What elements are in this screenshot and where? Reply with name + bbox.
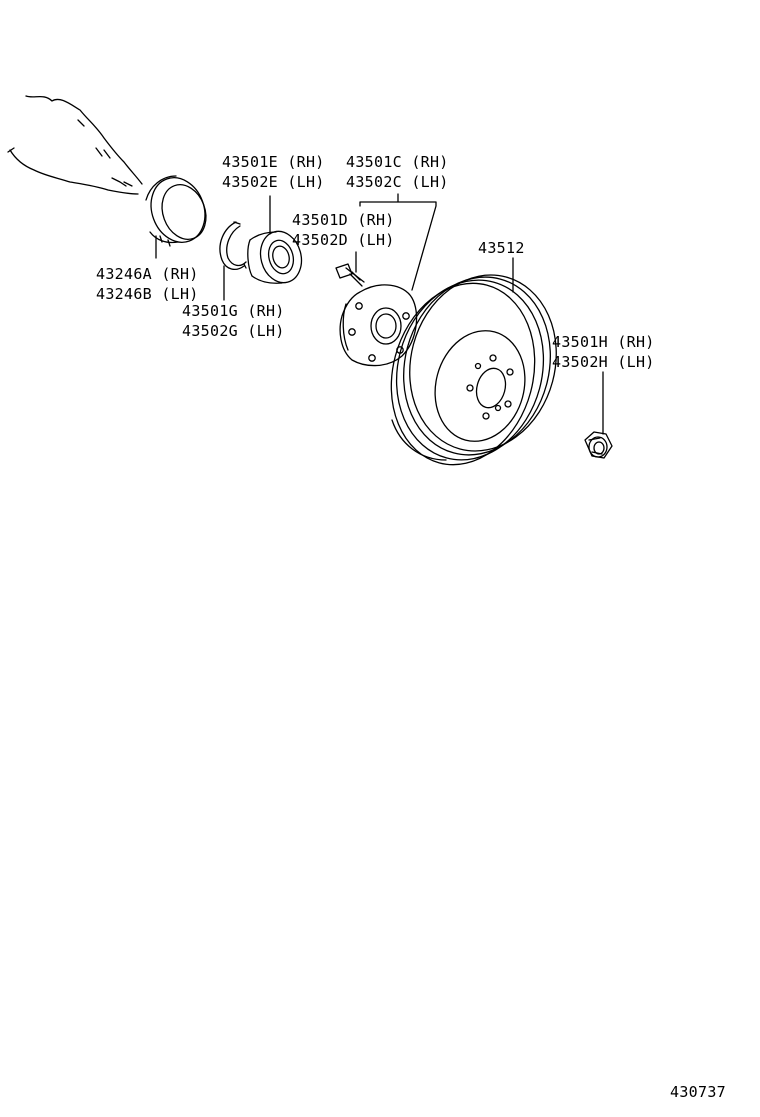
hub-assembly-rh-label: 43501C (RH) (346, 153, 449, 171)
dust-seal-rh-label: 43246A (RH) (96, 265, 199, 283)
bearing-rh-label: 43501E (RH) (222, 153, 325, 171)
snap-ring-part (220, 222, 246, 269)
snap-ring-rh-label: 43501G (RH) (182, 302, 285, 320)
diagram-id-label: 430737 (670, 1083, 726, 1101)
snap-ring-lh-label: 43502G (LH) (182, 322, 285, 340)
hub-nut-part (585, 432, 612, 458)
drive-shaft-outline (8, 96, 142, 194)
bearing-lh-label: 43502E (LH) (222, 173, 325, 191)
disc-label: 43512 (478, 239, 525, 257)
bearing-part (248, 227, 307, 288)
hub-nut-rh-label: 43501H (RH) (552, 333, 655, 351)
hub-bolt-rh-label: 43501D (RH) (292, 211, 395, 229)
hub-bolt-lh-label: 43502D (LH) (292, 231, 395, 249)
disc-rotor-part (372, 258, 576, 481)
leader-hub-assembly (360, 194, 436, 290)
dust-seal-lh-label: 43246B (LH) (96, 285, 199, 303)
hub-bolt-part (336, 264, 364, 286)
hub-assembly-lh-label: 43502C (LH) (346, 173, 449, 191)
axle-hub-part (340, 285, 416, 366)
dust-seal-part (142, 170, 213, 250)
hub-nut-lh-label: 43502H (LH) (552, 353, 655, 371)
